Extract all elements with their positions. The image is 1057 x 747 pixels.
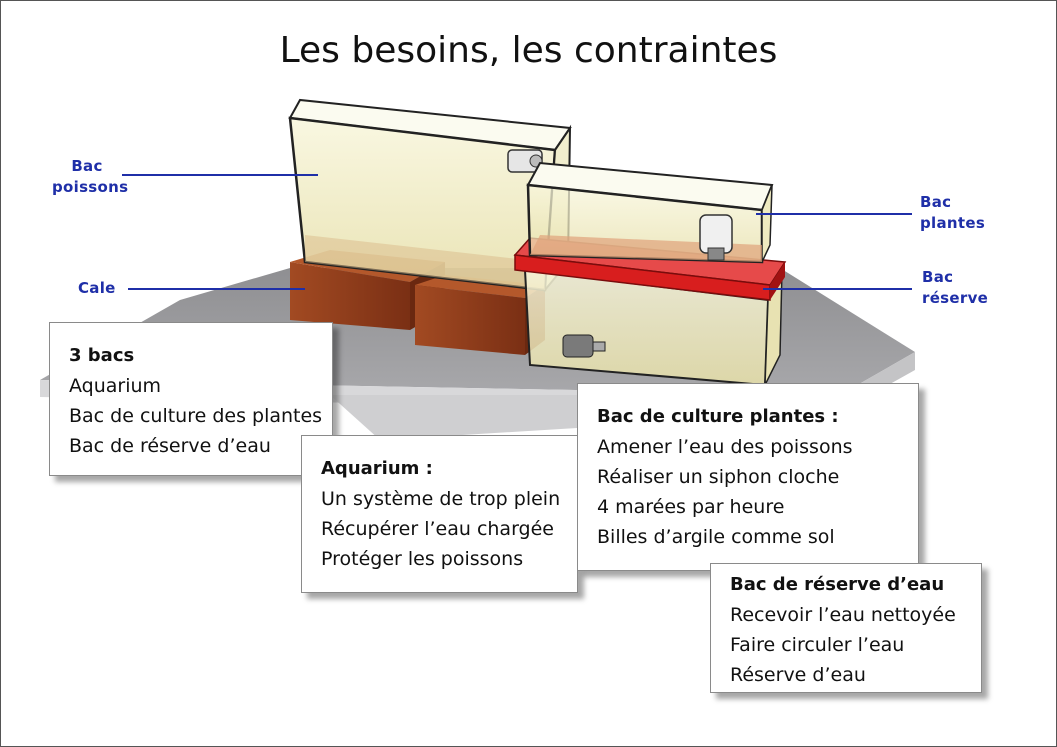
label-bac-reserve-line2: réserve bbox=[922, 289, 989, 307]
siphon-icon bbox=[699, 214, 733, 261]
box-reserve-line: Faire circuler l’eau bbox=[730, 634, 905, 656]
box-3-bacs: 3 bacs Aquarium Bac de culture des plant… bbox=[49, 322, 333, 476]
label-cale: Cale bbox=[78, 279, 116, 297]
plant-tank bbox=[526, 161, 774, 264]
label-bac-plantes-line2: plantes bbox=[920, 214, 986, 232]
leader-lines bbox=[122, 174, 912, 290]
fish-tank bbox=[288, 98, 572, 294]
label-bac-plantes-line1: Bac bbox=[920, 193, 952, 211]
box-3-bacs-line: Bac de réserve d’eau bbox=[69, 435, 271, 457]
box-culture-heading: Bac de culture plantes : bbox=[597, 406, 839, 427]
box-aquarium-line: Un système de trop plein bbox=[321, 488, 561, 510]
box-aquarium-line: Récupérer l’eau chargée bbox=[321, 518, 554, 540]
label-bac-reserve-line1: Bac bbox=[922, 268, 954, 286]
box-reserve-heading: Bac de réserve d’eau bbox=[730, 574, 945, 595]
box-culture-plantes: Bac de culture plantes : Amener l’eau de… bbox=[577, 383, 919, 571]
pump-icon bbox=[562, 334, 606, 358]
reserve-tank bbox=[523, 268, 783, 387]
label-bac-poissons-line2: poissons bbox=[52, 178, 129, 196]
box-culture-line: 4 marées par heure bbox=[597, 496, 785, 518]
box-culture-line: Réaliser un siphon cloche bbox=[597, 466, 840, 488]
label-bac-poissons-line1: Bac bbox=[71, 157, 103, 175]
box-3-bacs-line: Bac de culture des plantes bbox=[69, 405, 323, 427]
box-reserve-line: Recevoir l’eau nettoyée bbox=[730, 604, 956, 626]
box-3-bacs-line: Aquarium bbox=[69, 375, 162, 397]
box-reserve-line: Réserve d’eau bbox=[730, 664, 866, 686]
box-aquarium-heading: Aquarium : bbox=[321, 458, 433, 479]
box-reserve-eau: Bac de réserve d’eau Recevoir l’eau nett… bbox=[710, 563, 982, 693]
box-culture-line: Billes d’argile comme sol bbox=[597, 526, 835, 548]
label-bac-poissons: Bac poissons bbox=[52, 156, 129, 198]
box-3-bacs-heading: 3 bacs bbox=[69, 345, 135, 366]
box-aquarium-line: Protéger les poissons bbox=[321, 548, 524, 570]
page-title: Les besoins, les contraintes bbox=[279, 30, 778, 71]
label-bac-reserve: Bac réserve bbox=[922, 267, 988, 309]
box-aquarium: Aquarium : Un système de trop plein Récu… bbox=[301, 435, 578, 593]
label-bac-plantes: Bac plantes bbox=[920, 192, 985, 234]
box-culture-line: Amener l’eau des poissons bbox=[597, 436, 853, 458]
